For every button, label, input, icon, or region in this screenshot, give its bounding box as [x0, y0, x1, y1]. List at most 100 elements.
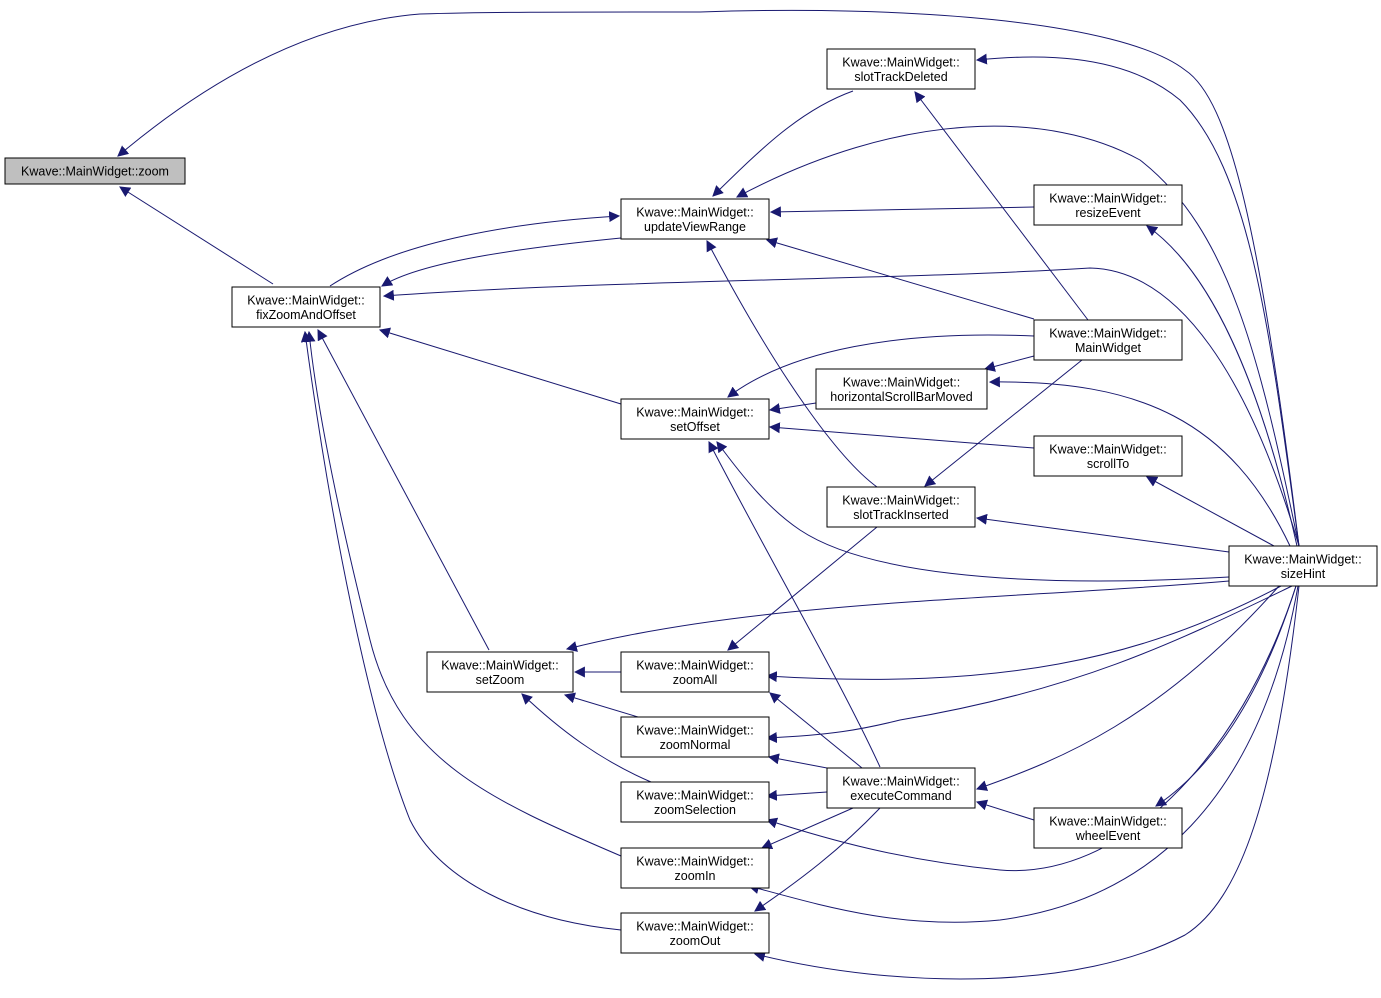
node-slotTrackDeleted[interactable]: Kwave::MainWidget::slotTrackDeleted: [826, 48, 976, 90]
edge-path: [1146, 225, 1298, 547]
node-box: [1033, 807, 1183, 849]
edge-sizeHint-to-wheelEvent: [1155, 585, 1297, 807]
edge-path: [708, 441, 881, 768]
edge-path: [300, 330, 622, 931]
edge-zoomIn-to-fixZoomAndOffset: [304, 330, 622, 857]
node-resizeEvent[interactable]: Kwave::MainWidget::resizeEvent: [1033, 184, 1183, 226]
node-box: [826, 48, 976, 90]
edge-path: [988, 376, 1291, 547]
edge-path: [378, 327, 622, 405]
edge-path: [768, 422, 1035, 449]
edge-path: [975, 53, 1300, 547]
edge-layer: [117, 9, 1300, 980]
node-zoomOut[interactable]: Kwave::MainWidget::zoomOut: [620, 912, 770, 954]
edge-MainWidget-to-horizontalScrollBarMoved: [983, 355, 1035, 372]
node-MainWidget[interactable]: Kwave::MainWidget::MainWidget: [1033, 319, 1183, 361]
node-label-line: setOffset: [670, 420, 720, 434]
edge-sizeHint-to-updateViewRange: [736, 125, 1300, 547]
edge-path: [975, 799, 1035, 821]
node-box: [1033, 319, 1183, 361]
node-scrollTo[interactable]: Kwave::MainWidget::scrollTo: [1033, 435, 1183, 477]
edge-path: [767, 753, 828, 769]
node-executeCommand[interactable]: Kwave::MainWidget::executeCommand: [826, 767, 976, 809]
node-box: [620, 781, 770, 823]
node-label-line: fixZoomAndOffset: [256, 308, 356, 322]
node-box: [826, 767, 976, 809]
edge-zoomNormal-to-setZoom: [563, 692, 639, 718]
node-label-line: Kwave::MainWidget::: [842, 774, 959, 788]
node-box: [4, 157, 186, 185]
node-label-line: Kwave::MainWidget::: [1049, 814, 1166, 828]
node-zoomSelection[interactable]: Kwave::MainWidget::zoomSelection: [620, 781, 770, 823]
edge-path: [769, 206, 1035, 218]
edge-MainWidget-to-slotTrackDeleted: [914, 91, 1089, 321]
edge-path: [914, 91, 1089, 321]
node-label-line: Kwave::MainWidget::: [636, 788, 753, 802]
edge-path: [765, 789, 828, 801]
node-zoomAll[interactable]: Kwave::MainWidget::zoomAll: [620, 651, 770, 693]
edge-MainWidget-to-setOffset: [727, 334, 1035, 398]
edge-sizeHint-to-zoomOut: [753, 585, 1300, 980]
node-setZoom[interactable]: Kwave::MainWidget::setZoom: [426, 651, 574, 693]
edge-executeCommand-to-zoomAll: [769, 692, 863, 769]
node-label-line: Kwave::MainWidget::: [1049, 442, 1166, 456]
node-zoomNormal[interactable]: Kwave::MainWidget::zoomNormal: [620, 716, 770, 758]
node-box: [620, 716, 770, 758]
node-zoomIn[interactable]: Kwave::MainWidget::zoomIn: [620, 847, 770, 889]
edge-sizeHint-to-slotTrackDeleted: [975, 53, 1300, 547]
node-label-line: Kwave::MainWidget::: [843, 375, 960, 389]
node-updateViewRange[interactable]: Kwave::MainWidget::updateViewRange: [620, 198, 770, 240]
edge-path: [565, 580, 1230, 652]
node-label-line: sizeHint: [1281, 567, 1326, 581]
node-label-line: Kwave::MainWidget::: [842, 55, 959, 69]
edge-slotTrackInserted-to-updateViewRange: [706, 240, 878, 488]
node-label-line: resizeEvent: [1075, 206, 1141, 220]
node-layer: Kwave::MainWidget::zoomKwave::MainWidget…: [4, 48, 1378, 954]
edge-path: [765, 585, 1293, 744]
node-fixZoomAndOffset[interactable]: Kwave::MainWidget::fixZoomAndOffset: [231, 286, 381, 328]
edge-slotTrackInserted-to-zoomAll: [727, 526, 878, 651]
node-wheelEvent[interactable]: Kwave::MainWidget::wheelEvent: [1033, 807, 1183, 849]
node-label-line: Kwave::MainWidget::: [842, 493, 959, 507]
node-slotTrackInserted[interactable]: Kwave::MainWidget::slotTrackInserted: [826, 486, 976, 528]
node-box: [231, 286, 381, 328]
node-zoom[interactable]: Kwave::MainWidget::zoom: [4, 157, 186, 185]
node-label-line: Kwave::MainWidget::: [1049, 326, 1166, 340]
edge-MainWidget-to-slotTrackInserted: [924, 359, 1083, 487]
edge-executeCommand-to-zoomSelection: [765, 789, 828, 801]
node-label-line: slotTrackInserted: [853, 508, 948, 522]
edge-sizeHint-to-resizeEvent: [1146, 225, 1298, 547]
node-box: [620, 398, 770, 440]
node-sizeHint[interactable]: Kwave::MainWidget::sizeHint: [1228, 545, 1378, 587]
edge-path: [975, 513, 1230, 553]
edge-path: [381, 237, 622, 287]
edge-horizontalScrollBarMoved-to-setOffset: [768, 402, 817, 414]
node-box: [815, 368, 988, 410]
node-label-line: Kwave::MainWidget::: [636, 723, 753, 737]
node-box: [1033, 184, 1183, 226]
edge-sizeHint-to-zoomAll: [765, 585, 1282, 683]
node-label-line: zoomIn: [675, 869, 716, 883]
edge-path: [119, 186, 274, 285]
edge-executeCommand-to-zoomNormal: [767, 753, 828, 769]
edge-sizeHint-to-slotTrackInserted: [975, 513, 1230, 553]
node-horizontalScrollBarMoved[interactable]: Kwave::MainWidget::horizontalScrollBarMo…: [815, 368, 988, 410]
edge-sizeHint-to-zoomSelection: [765, 585, 1297, 872]
node-label-line: MainWidget: [1075, 341, 1142, 355]
edge-path: [1155, 585, 1297, 807]
edge-fixZoomAndOffset-to-updateViewRange: [329, 211, 621, 287]
node-label-line: slotTrackDeleted: [854, 70, 947, 84]
edge-path: [975, 585, 1280, 791]
edge-path: [117, 9, 1300, 547]
edge-path: [563, 692, 639, 718]
node-box: [1033, 435, 1183, 477]
node-box: [620, 651, 770, 693]
node-label-line: Kwave::MainWidget::: [636, 405, 753, 419]
node-box: [426, 651, 574, 693]
node-box: [620, 847, 770, 889]
edge-resizeEvent-to-updateViewRange: [769, 206, 1035, 218]
edge-sizeHint-to-setZoom: [565, 580, 1230, 652]
node-setOffset[interactable]: Kwave::MainWidget::setOffset: [620, 398, 770, 440]
node-label-line: executeCommand: [850, 789, 951, 803]
edge-path: [765, 585, 1282, 683]
